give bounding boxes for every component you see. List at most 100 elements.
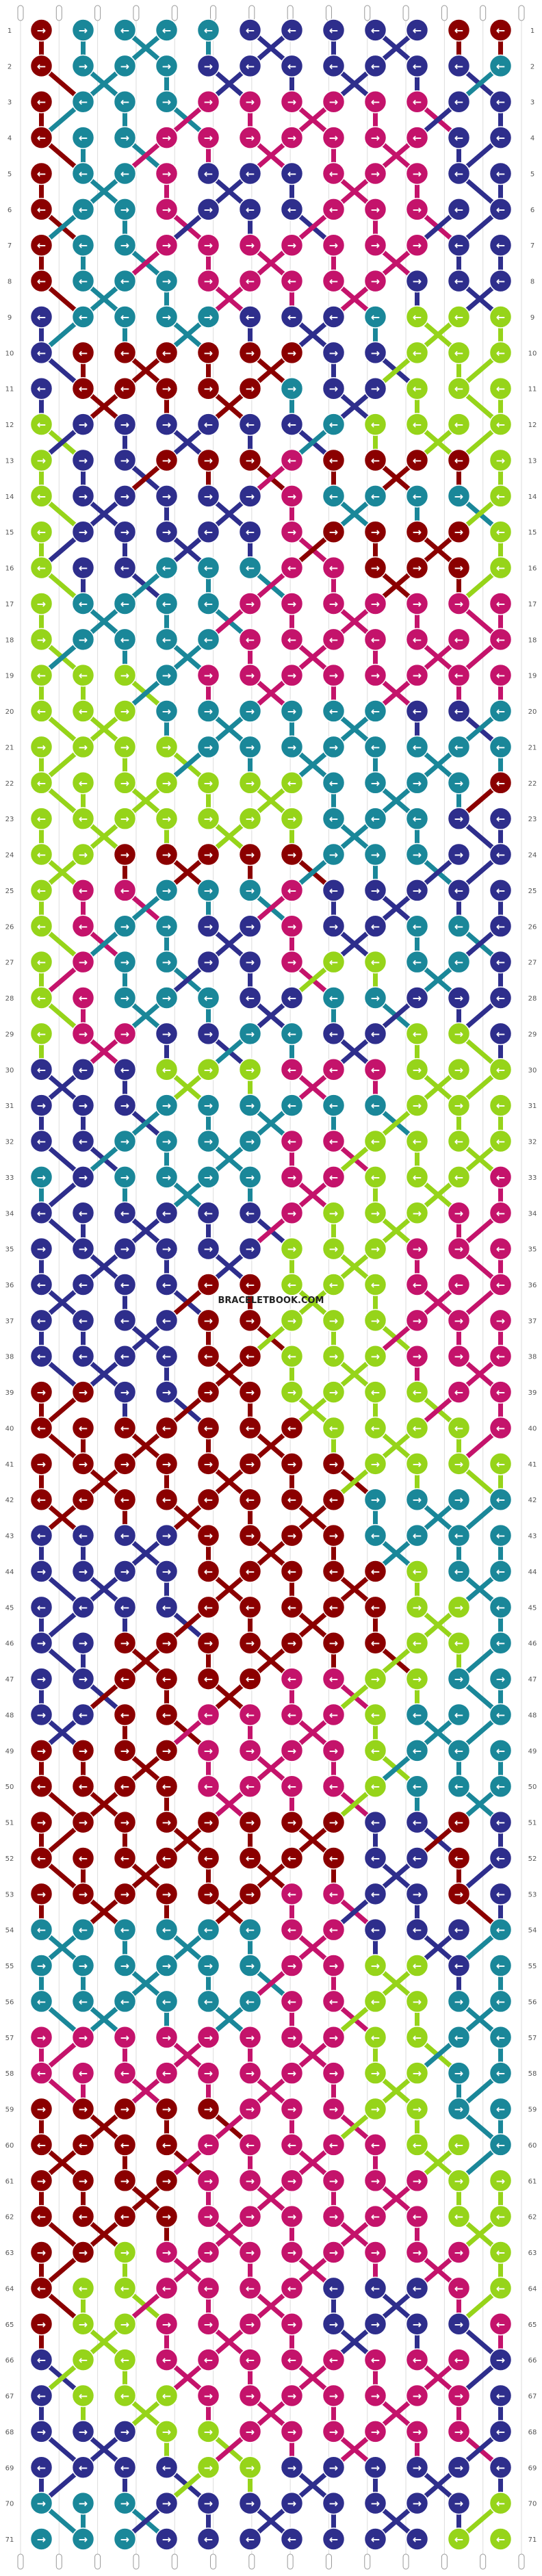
knot-arrow-icon: →	[204, 2461, 213, 2474]
knot-circle	[29, 233, 53, 257]
knot-circle	[71, 1954, 95, 1977]
knot-circle	[155, 18, 179, 42]
string-bottom-end	[402, 2553, 409, 2570]
knot-arrow-icon: →	[120, 1744, 129, 1757]
knot: ←	[155, 341, 179, 365]
knot-circle	[405, 735, 429, 759]
knot: ←	[113, 2204, 137, 2228]
knot-arrow-icon: →	[413, 1243, 422, 1256]
knot-arrow-icon: →	[454, 597, 463, 610]
knot-arrow-icon: ←	[204, 1995, 213, 2008]
knot-circle	[29, 341, 53, 365]
knot-arrow-icon: →	[496, 1314, 505, 1327]
row-label-left: 37	[5, 1317, 14, 1325]
knot-arrow-icon: ←	[79, 311, 88, 324]
knot: ←	[155, 2276, 179, 2300]
knot-arrow-icon: →	[371, 1350, 380, 1363]
knot-circle	[113, 2097, 137, 2121]
knot: →	[196, 1165, 220, 1189]
knot-arrow-icon: →	[454, 2497, 463, 2510]
knot-circle	[405, 1810, 429, 1834]
knot: →	[196, 1058, 220, 1081]
knot-arrow-icon: →	[120, 669, 129, 682]
knot: →	[155, 2026, 179, 2049]
knot-arrow-icon: →	[204, 2425, 213, 2438]
knot: →	[29, 1380, 53, 1404]
row-label-left: 51	[5, 1820, 14, 1827]
knot-circle	[363, 2313, 387, 2336]
knot-circle	[447, 771, 471, 795]
knot-circle	[71, 1344, 95, 1368]
knot: ←	[238, 556, 262, 580]
knot: ←	[280, 1775, 304, 1798]
knot-circle	[489, 1703, 513, 1727]
knot-arrow-icon: ←	[287, 1421, 296, 1434]
knot-arrow-icon: ←	[246, 2354, 255, 2367]
knot-arrow-icon: →	[37, 2246, 46, 2259]
knot-arrow-icon: →	[37, 454, 46, 467]
knot: ←	[196, 1775, 220, 1798]
knot-circle	[113, 1273, 137, 1296]
knot: →	[238, 233, 262, 257]
knot: →	[71, 2026, 95, 2049]
knot: ←	[280, 771, 304, 795]
knot-arrow-icon: →	[79, 633, 88, 646]
knot-circle	[71, 2384, 95, 2408]
knot-arrow-icon: ←	[204, 1350, 213, 1363]
knot-circle	[405, 1344, 429, 1368]
knot-arrow-icon: →	[413, 597, 422, 610]
knot-circle	[489, 1595, 513, 1619]
knot-arrow-icon: ←	[37, 275, 46, 288]
knot-circle	[363, 162, 387, 185]
knot-circle	[280, 735, 304, 759]
knot: ←	[489, 842, 513, 866]
knot: ←	[71, 2061, 95, 2085]
knot-circle	[489, 1309, 513, 1332]
knot: →	[322, 2204, 346, 2228]
row-label-left: 14	[5, 493, 14, 501]
knot-circle	[155, 699, 179, 723]
knot-circle	[489, 376, 513, 400]
knot-circle	[113, 1703, 137, 1727]
knot-circle	[113, 2348, 137, 2371]
knot-arrow-icon: ←	[329, 705, 338, 718]
knot: →	[113, 2491, 137, 2515]
knot-arrow-icon: →	[246, 2246, 255, 2259]
knot-arrow-icon: ←	[413, 1171, 422, 1184]
knot-arrow-icon: ←	[37, 2282, 46, 2295]
knot-arrow-icon: ←	[454, 346, 463, 359]
knot-circle	[113, 1416, 137, 1440]
row-label-left: 48	[5, 1712, 14, 1719]
knot: ←	[363, 1273, 387, 1296]
knot-arrow-icon: ←	[329, 1278, 338, 1291]
knot-arrow-icon: ←	[454, 2211, 463, 2224]
knot-circle	[405, 1380, 429, 1404]
knot-circle	[405, 771, 429, 795]
knot-circle	[322, 1094, 346, 1117]
knot: →	[71, 1452, 95, 1476]
knot-circle	[405, 1739, 429, 1762]
knot-arrow-icon: →	[413, 2425, 422, 2438]
knot: →	[238, 1094, 262, 1117]
knot: ←	[322, 628, 346, 652]
knot: ←	[322, 1882, 346, 1906]
knot-arrow-icon: ←	[329, 1493, 338, 1506]
knot-arrow-icon: ←	[496, 992, 505, 1005]
knot: ←	[447, 376, 471, 400]
row-label-left: 63	[5, 2250, 14, 2257]
knot-arrow-icon: →	[120, 1386, 129, 1399]
knot-arrow-icon: →	[246, 383, 255, 396]
knot-circle	[405, 1094, 429, 1117]
knot: ←	[71, 2456, 95, 2480]
knot: →	[29, 1094, 53, 1117]
knot-circle	[155, 1165, 179, 1189]
knot-circle	[280, 2133, 304, 2156]
knot-arrow-icon: ←	[162, 1064, 171, 1077]
knot-arrow-icon: →	[413, 2103, 422, 2116]
row-label-right: 4	[530, 135, 534, 142]
knot: ←	[489, 1954, 513, 1977]
knot-circle	[280, 1380, 304, 1404]
knot-arrow-icon: ←	[371, 1386, 380, 1399]
knot-circle	[29, 1165, 53, 1189]
knot-arrow-icon: ←	[246, 562, 255, 575]
